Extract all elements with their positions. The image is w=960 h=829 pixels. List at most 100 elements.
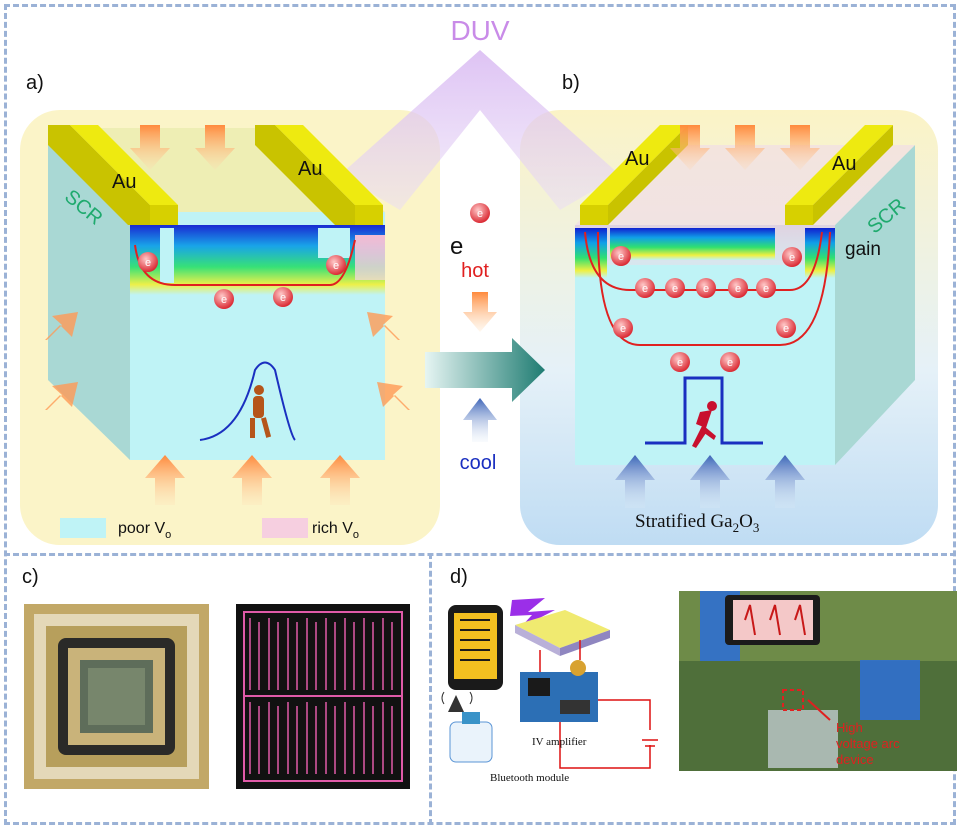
field-test-photo (679, 591, 957, 771)
panel-label-d: d) (450, 566, 468, 588)
bluetooth-module-icon (449, 712, 493, 763)
detector-finger (249, 702, 260, 774)
panel-a-au-right-label: Au (298, 158, 322, 180)
detector-finger (344, 618, 355, 690)
legend-poor-vo-swatch (60, 518, 106, 538)
hv-device-label-line3: device (836, 752, 874, 767)
transition-arrow (425, 338, 545, 402)
electron-label: e (145, 257, 151, 269)
panel-a-distribution-curve (199, 361, 296, 441)
panel-b-au-right-label: Au (832, 153, 856, 175)
lightning-icon (510, 598, 555, 628)
panel-b-gain-label: gain (845, 239, 881, 260)
panel-a-electrode-left-side (48, 125, 150, 225)
panel-a-electron (138, 252, 158, 272)
panel-b-electrode-left-side (608, 125, 688, 225)
device-chip-icon (515, 610, 610, 656)
panel-b-band-left (575, 228, 607, 278)
electron-label: e (620, 323, 626, 335)
detector-finger (268, 618, 279, 690)
electron-label: e (642, 283, 648, 295)
electron-label: e (763, 283, 769, 295)
panel-a-electron (214, 289, 234, 309)
panel-b-caption: Stratified Ga2O3 (635, 511, 759, 535)
legend-rich-vo-swatch (262, 518, 308, 538)
detector-finger (382, 618, 393, 690)
electron-label: e (477, 208, 483, 220)
panel-a-au-left-label: Au (112, 171, 136, 193)
panel-b-band-region (610, 228, 775, 260)
phone-icon (448, 605, 503, 690)
electron-label: e (672, 283, 678, 295)
legend-rich-vo-label: rich Vo (312, 520, 359, 541)
detector-finger (306, 618, 317, 690)
antenna-icon (441, 691, 473, 712)
panel-b-au-left-label: Au (625, 148, 649, 170)
panel-a-electrode-left-front (150, 205, 178, 225)
detector-finger (249, 618, 260, 690)
chip-package-photo (24, 604, 209, 789)
panel-b-electrode-right-side (813, 125, 893, 225)
panel-a-light-arrows (45, 125, 410, 505)
iv-amplifier-label: IV amplifier (532, 736, 587, 748)
panel-b-electrons (611, 246, 802, 372)
frame-divider-horizontal (4, 553, 956, 556)
electron-e-label: e (450, 233, 463, 260)
circuit-wires (539, 640, 658, 769)
panel-a-electrode-left-top (70, 125, 178, 205)
bluetooth-module-label: Bluetooth module (490, 772, 569, 784)
running-person-icon (692, 401, 717, 448)
cool-label: cool (460, 452, 497, 474)
panel-a-electrode-right-top (275, 125, 383, 205)
detector-finger (363, 618, 374, 690)
electron-label: e (789, 252, 795, 264)
panel-b-electrode-right-top (785, 125, 893, 205)
hv-device-label-line2: voltage arc (836, 736, 900, 751)
panel-b-electrode-left-front (580, 205, 608, 225)
electron-label: e (727, 357, 733, 369)
detector-finger (325, 618, 336, 690)
hv-device-label-line1: High (836, 720, 863, 735)
panel-b-square-pulse (645, 376, 763, 445)
detector-finger (382, 702, 393, 774)
detector-finger (306, 702, 317, 774)
panel-b-light-arrows (615, 125, 820, 508)
panel-label-c: c) (22, 566, 39, 588)
electron-label: e (703, 283, 709, 295)
electron-label: e (783, 323, 789, 335)
panel-b-electrode-left-top (580, 125, 688, 205)
panel-a-electron (326, 255, 346, 275)
detector-finger (363, 702, 374, 774)
panel-a-rich-vo-patch (355, 235, 385, 280)
center-electron (470, 203, 490, 223)
panel-b-electron-path-upper (584, 231, 823, 291)
electron-label: e (735, 283, 741, 295)
outer-frame (4, 4, 956, 825)
electron-label: e (677, 357, 683, 369)
electron-label: e (618, 251, 624, 263)
detector-array-layout (236, 604, 410, 789)
walking-person-icon (250, 385, 272, 438)
panel-b-electrode-right-front (785, 205, 813, 225)
panel-a-electron (273, 287, 293, 307)
panel-a-electrode-right-side (255, 125, 355, 225)
legend-poor-vo-label: poor Vo (118, 520, 171, 541)
detector-finger (287, 618, 298, 690)
hot-label: hot (461, 260, 489, 282)
panel-b-electron-path-lower (597, 231, 831, 346)
hot-down-arrow (463, 292, 497, 332)
panel-a-band-gap (318, 228, 350, 258)
electron-label: e (280, 292, 286, 304)
panel-b-cube-right-face (835, 145, 915, 465)
detector-finger (325, 702, 336, 774)
detector-finger (268, 702, 279, 774)
detector-finger (344, 702, 355, 774)
duv-beam (340, 50, 620, 210)
panel-label-a: a) (26, 72, 44, 94)
electron-label: e (333, 260, 339, 272)
duv-label: DUV (450, 15, 509, 46)
panel-a-electrode-right-front (355, 205, 383, 225)
panel-a-band-gap (160, 228, 174, 283)
iv-amplifier-board (520, 660, 598, 722)
